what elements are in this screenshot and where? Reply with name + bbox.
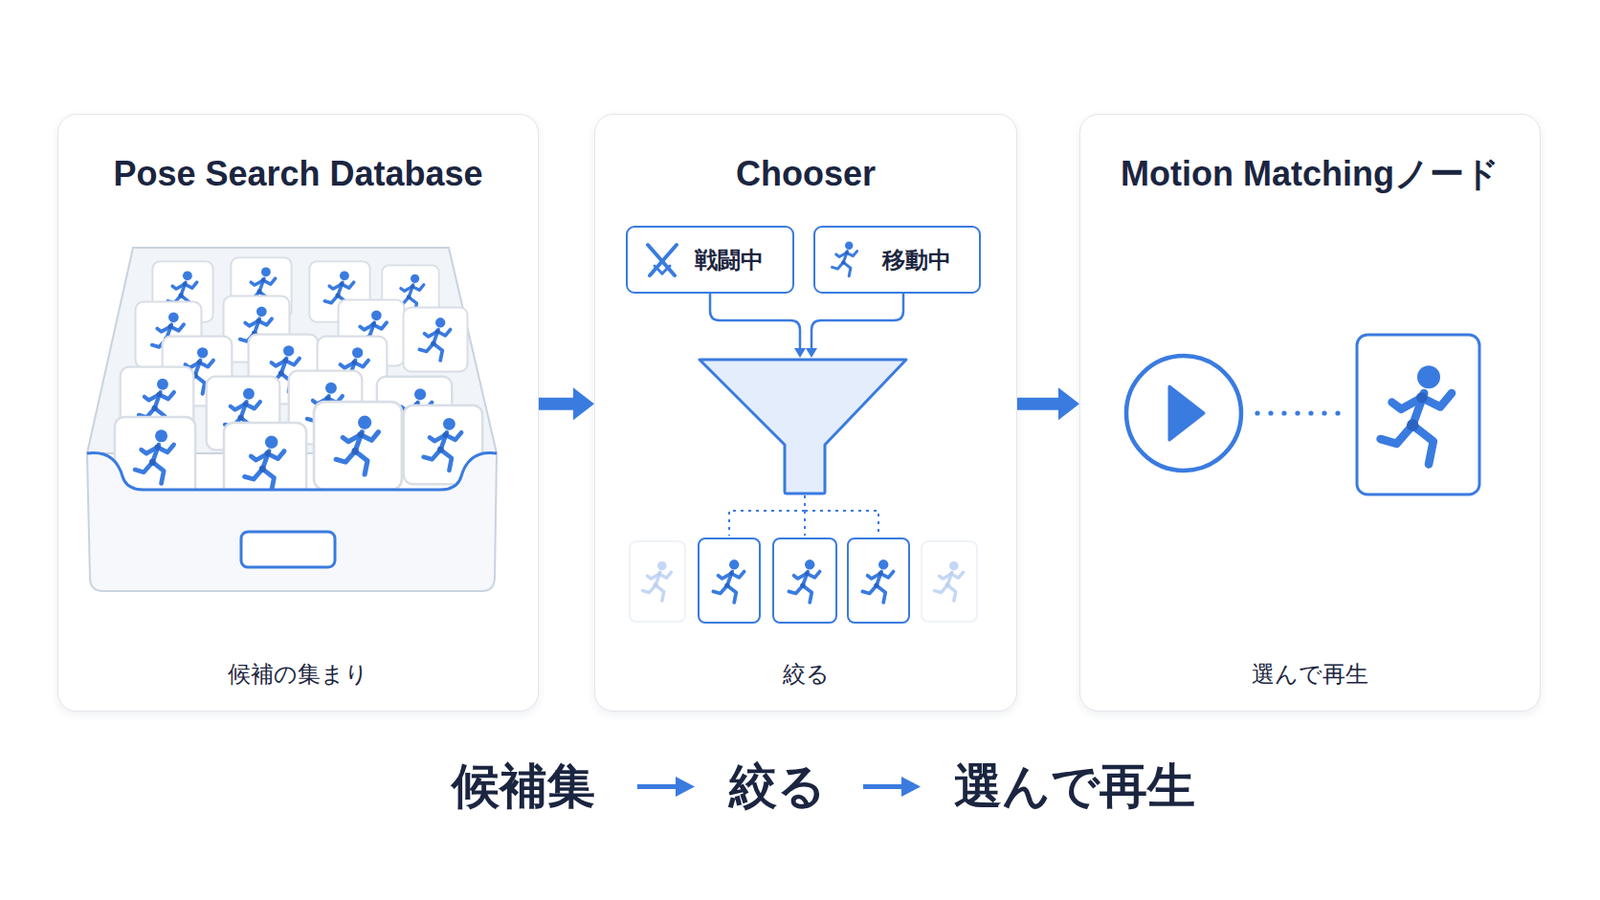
database-panel: Pose Search Database 候補の集まり <box>57 113 539 712</box>
panel-title: Chooser <box>600 151 1011 198</box>
flow-step-label: 絞る <box>623 753 931 821</box>
database-drawer <box>87 247 497 592</box>
output-lines <box>729 495 879 536</box>
play-button <box>1126 355 1242 471</box>
flow-step-label: 選んで再生 <box>921 753 1228 821</box>
candidate-cards <box>629 538 978 623</box>
merge-lines <box>710 292 904 353</box>
chooser-panel: Chooser 絞る 戦闘中 移動中 <box>594 113 1018 712</box>
funnel <box>699 359 907 494</box>
merge-heads <box>794 348 818 358</box>
motion-matching-panel: Motion Matchingノード選んで再生 <box>1079 113 1541 712</box>
panel-caption: 候補の集まり <box>64 658 533 691</box>
swords-icon <box>647 244 677 276</box>
result-card <box>1356 334 1480 495</box>
panel-title: Motion Matchingノード <box>1086 151 1534 198</box>
condition-text: 移動中 <box>882 244 952 276</box>
runner-icon <box>832 242 858 277</box>
condition-box: 戦闘中 <box>625 225 795 294</box>
condition-text: 戦闘中 <box>694 244 764 276</box>
flow-arrow <box>1017 387 1080 421</box>
panel-title: Pose Search Database <box>64 151 533 198</box>
flow-step-label: 候補集 <box>370 753 677 821</box>
condition-box: 移動中 <box>813 225 981 294</box>
dotted-connector <box>1254 410 1340 416</box>
flow-arrow <box>538 387 595 421</box>
panel-caption: 選んで再生 <box>1086 658 1534 691</box>
panel-caption: 絞る <box>600 658 1011 691</box>
